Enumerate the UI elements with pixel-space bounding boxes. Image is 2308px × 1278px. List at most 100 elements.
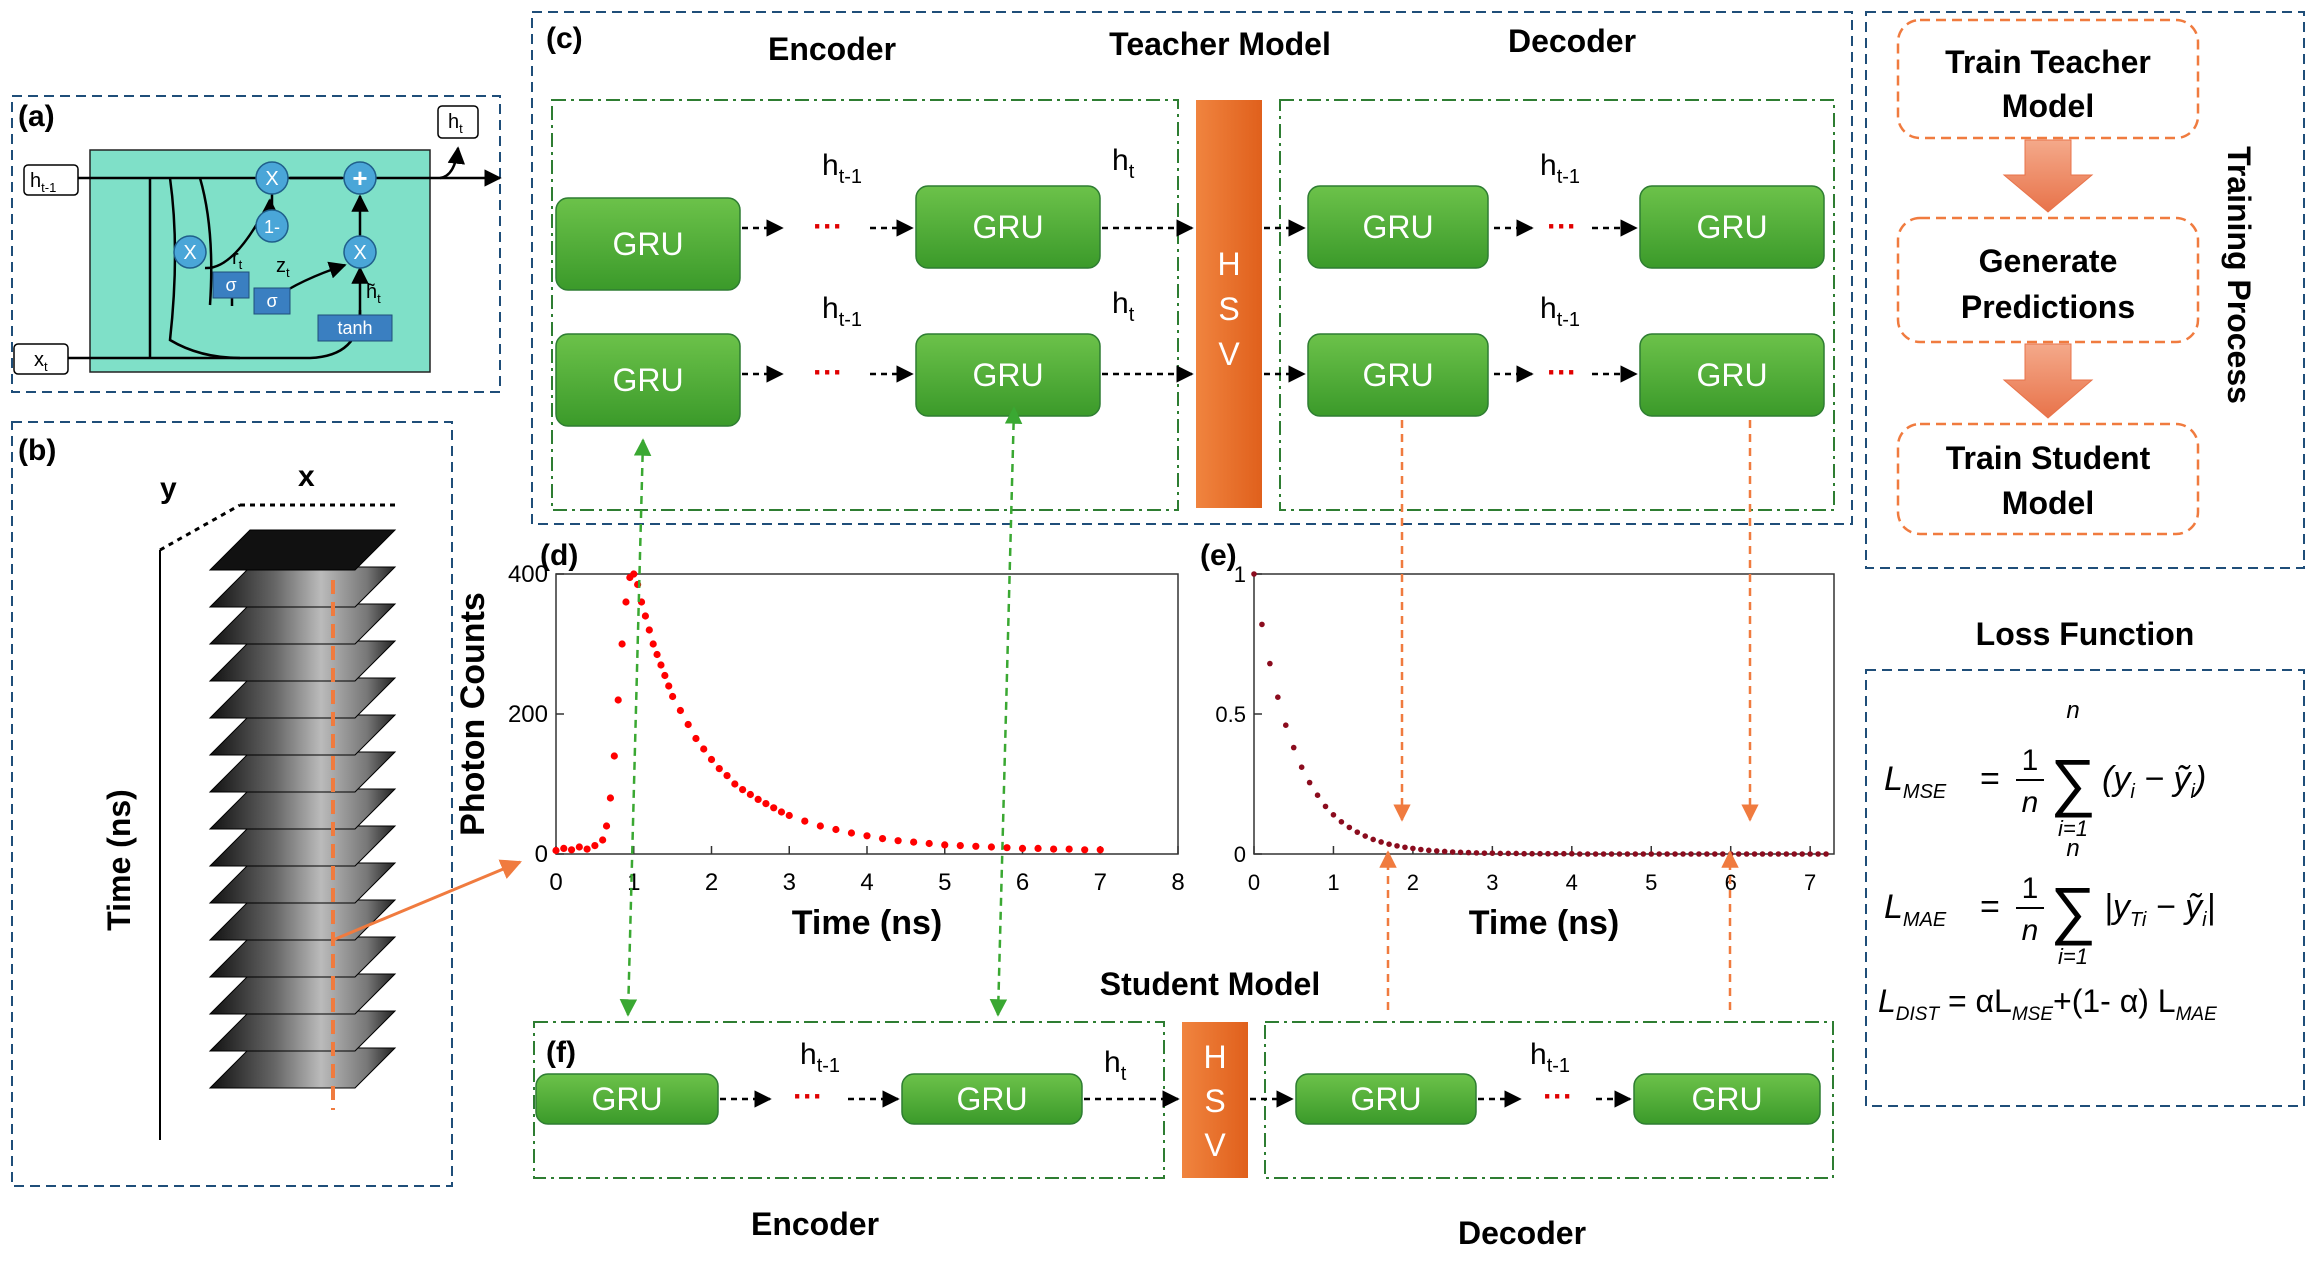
multiply-op-right: X [343, 235, 377, 269]
data-point [785, 811, 793, 820]
step-generate-predictions [1896, 216, 2200, 344]
svg-text:1-: 1- [264, 217, 280, 237]
image-slice [208, 862, 397, 904]
panel-label-f: (f) [546, 1036, 576, 1069]
data-point [641, 612, 650, 620]
loss-mae: LMAE = 1 n n ∑ i=1 |yTi − ỹi| [1884, 835, 2215, 969]
data-point [599, 836, 607, 844]
data-point [1267, 660, 1273, 667]
data-point [1314, 792, 1321, 798]
data-point [925, 839, 933, 848]
teacher-encoder-frame [551, 99, 1179, 511]
y-tick-label: 0 [1234, 842, 1246, 867]
data-point [1712, 851, 1718, 857]
svg-text:i=1: i=1 [2058, 816, 2088, 841]
image-slice [208, 788, 397, 830]
x-tick-label: 4 [860, 869, 873, 896]
teacher-encoder-title: Encoder [768, 31, 896, 67]
x-tick-label: 7 [1804, 870, 1816, 895]
svg-text:LMAE: LMAE [1884, 888, 1947, 931]
data-point [1418, 846, 1424, 853]
sigma-gate-z: σ [253, 287, 291, 315]
svg-text:Train Student: Train Student [1946, 440, 2151, 476]
x-tick-label: 5 [938, 869, 951, 896]
image-slice [208, 825, 397, 867]
data-point [669, 692, 677, 701]
axis-y-label: y [160, 472, 177, 505]
svg-text:Train Teacher: Train Teacher [1945, 44, 2151, 80]
data-point [1338, 819, 1345, 825]
gru-block: GRU [1295, 1073, 1477, 1125]
gru-block: GRU [915, 333, 1101, 417]
image-slice [208, 603, 397, 645]
hidden-state-label: ht-1 [800, 1038, 840, 1077]
x-tick-label: 3 [783, 869, 796, 896]
svg-text:GRU: GRU [1696, 357, 1767, 393]
data-point [1465, 849, 1472, 856]
x-tick-label: 1 [627, 869, 640, 896]
teacher-student-connectors [619, 406, 1759, 1017]
data-point [832, 825, 840, 834]
svg-text:|yTi − ỹi|: |yTi − ỹi| [2104, 888, 2215, 931]
data-point [1648, 851, 1655, 857]
gru-block: GRU [555, 333, 741, 427]
svg-text:S: S [1204, 1083, 1225, 1119]
svg-text:GRU: GRU [1696, 209, 1767, 245]
y-tick-label: 0 [535, 841, 548, 868]
student-encoder-title: Encoder [751, 1206, 879, 1242]
data-point [847, 829, 856, 837]
x-tick-label: 8 [1171, 869, 1184, 896]
sigma-gate-r: σ [212, 271, 250, 299]
data-point [1632, 851, 1639, 857]
data-point [1640, 851, 1647, 857]
data-point [1823, 851, 1829, 857]
image-slice [208, 529, 397, 571]
data-point [707, 755, 716, 764]
slice-stack [208, 529, 397, 1089]
data-point [777, 808, 786, 816]
ellipsis: ··· [1543, 1080, 1573, 1113]
svg-text:X: X [265, 168, 278, 190]
data-point [1330, 812, 1337, 818]
multiply-op-left: X [173, 235, 207, 269]
svg-text:GRU: GRU [1691, 1081, 1762, 1117]
axis-time-label: Time (ns) [101, 789, 137, 931]
image-slice [208, 1010, 397, 1052]
data-point [1505, 850, 1512, 857]
data-point [649, 640, 657, 648]
data-point [1751, 851, 1758, 857]
multiply-op-top: X [255, 161, 289, 195]
data-point [1433, 848, 1440, 854]
svg-text:n: n [2066, 835, 2079, 862]
data-point [754, 795, 762, 804]
data-point [1425, 847, 1432, 854]
image-slice [208, 1047, 397, 1089]
data-point [1251, 571, 1257, 577]
h-tilde-label: h̃t [366, 281, 381, 306]
plot-area [555, 573, 1179, 855]
step-train-teacher [1896, 18, 2200, 140]
x-tick-label: 2 [1407, 870, 1419, 895]
panel-label-d: (d) [540, 539, 578, 572]
image-slice [208, 640, 397, 682]
data-point [1807, 851, 1813, 857]
data-point [1561, 850, 1567, 857]
down-arrow-icon [2002, 343, 2094, 419]
data-point [715, 765, 723, 773]
data-point [1759, 851, 1766, 857]
ellipsis: ··· [793, 1080, 823, 1113]
data-point [941, 841, 949, 849]
svg-text:Model: Model [2002, 485, 2094, 521]
training-process-title: Training Process [2221, 146, 2257, 404]
data-point [894, 837, 902, 845]
data-point [1259, 621, 1265, 628]
data-point [665, 682, 673, 690]
x-tick-label: 7 [1094, 869, 1107, 896]
svg-text:n: n [2022, 786, 2039, 819]
svg-text:GRU: GRU [1350, 1081, 1421, 1117]
image-slice [208, 714, 397, 756]
add-op: + [343, 161, 377, 195]
data-point [700, 745, 708, 753]
x-tick-label: 5 [1645, 870, 1657, 895]
